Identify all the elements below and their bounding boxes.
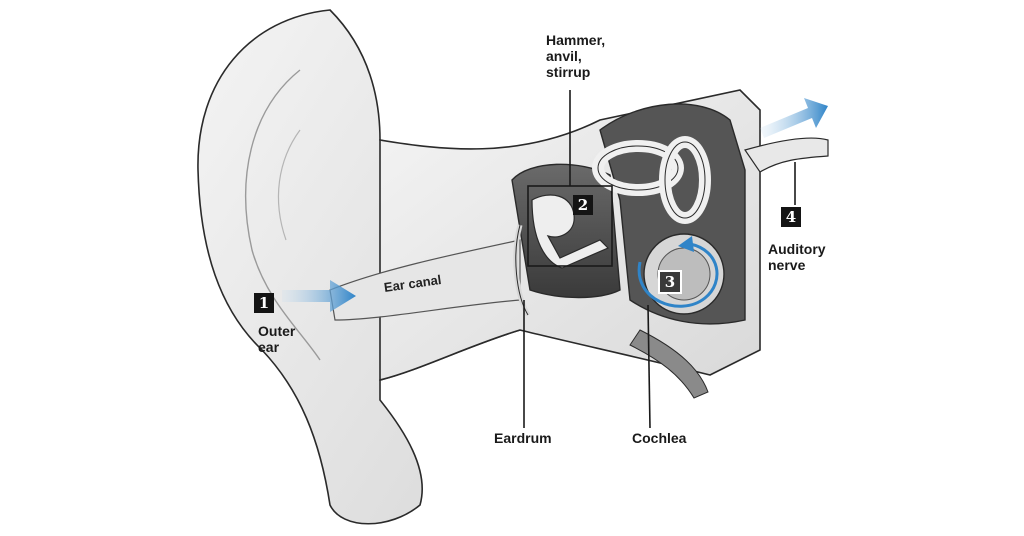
- signal-out-arrow: [760, 98, 828, 138]
- auditory-nerve-shape: [744, 137, 829, 173]
- label-cochlea: Cochlea: [632, 430, 687, 446]
- label-eardrum: Eardrum: [494, 430, 552, 446]
- ossicle-shapes: [531, 194, 610, 269]
- cochlea-flow-arrow: [637, 242, 719, 308]
- ear-canal-tube: [329, 239, 521, 321]
- cochlea-leader: [647, 304, 651, 429]
- pinna-fold: [245, 69, 321, 361]
- pinna-inner-fold: [277, 129, 301, 241]
- label-auditory-nerve: Auditory nerve: [768, 241, 826, 273]
- step-badge-4: 4: [781, 207, 801, 227]
- label-ossicles: Hammer, anvil, stirrup: [546, 32, 606, 80]
- step-badge-3: 3: [658, 270, 682, 294]
- step-badge-2: 2: [573, 195, 593, 215]
- sound-in-arrow: [282, 280, 356, 312]
- step-badge-1: 1: [254, 293, 274, 313]
- label-outer-ear: Outer ear: [258, 323, 296, 355]
